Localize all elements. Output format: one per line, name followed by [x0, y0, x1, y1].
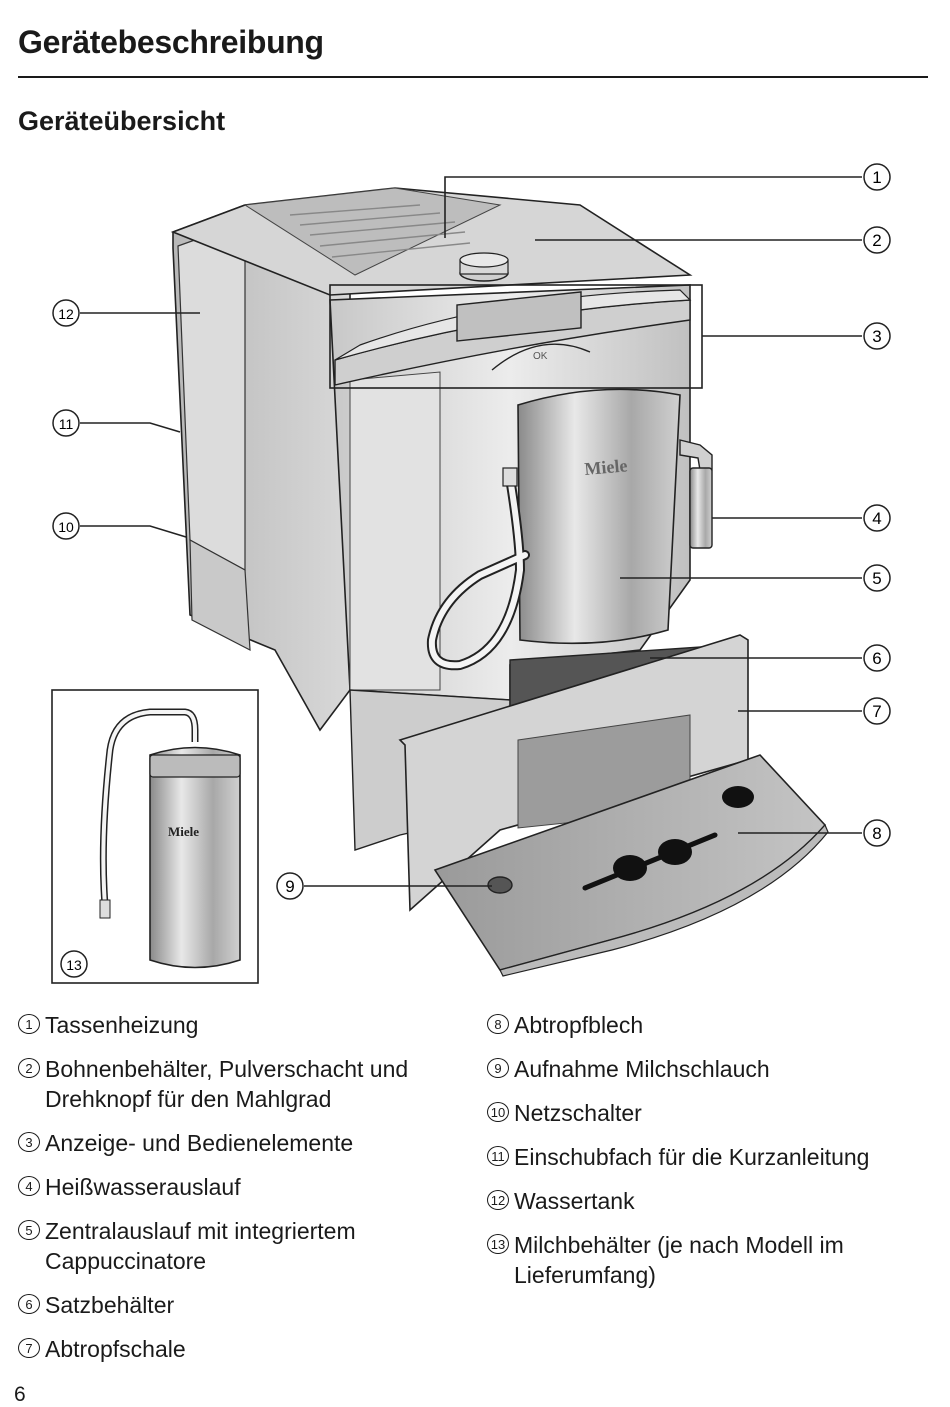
- legend-number: 5: [18, 1220, 40, 1240]
- drip-hole-3: [658, 839, 692, 865]
- container-brand: Miele: [168, 824, 199, 839]
- svg-text:9: 9: [285, 877, 294, 896]
- callout-13: 13: [60, 950, 88, 978]
- callout-9: 9: [276, 872, 304, 900]
- callout-5: 5: [863, 564, 891, 592]
- svg-text:10: 10: [58, 519, 74, 535]
- legend-text: Aufnahme Milchschlauch: [514, 1056, 770, 1082]
- drip-hole-1: [722, 786, 754, 808]
- legend-text: Satzbehälter: [45, 1292, 175, 1318]
- legend-number: 8: [487, 1014, 509, 1034]
- callout-11: 11: [52, 409, 80, 437]
- cup-warmer: [243, 187, 502, 276]
- display-screen: [456, 291, 582, 342]
- svg-text:13: 13: [66, 957, 82, 973]
- page-title: Gerätebeschreibung: [18, 24, 324, 60]
- callout-1: 1: [863, 163, 891, 191]
- svg-text:3: 3: [872, 327, 881, 346]
- legend-text: Abtropfschale: [45, 1336, 186, 1362]
- drip-hole-2: [613, 855, 647, 881]
- milk-container: [149, 746, 241, 969]
- legend-number: 10: [487, 1102, 509, 1122]
- cup-warmer-grooves: [289, 204, 471, 258]
- legend-number: 7: [18, 1338, 40, 1358]
- legend-number: 1: [18, 1014, 40, 1034]
- legend-number: 11: [487, 1146, 509, 1166]
- leader-lines: [80, 176, 862, 887]
- callout-markers: 1 2 3 4 5 6 7 8 9 10 11 12 13: [52, 163, 891, 978]
- legend-text: Bohnenbehälter, Pulverschacht und Drehkn…: [45, 1056, 409, 1112]
- callout-8: 8: [863, 819, 891, 847]
- ok-label: OK: [533, 351, 548, 362]
- svg-text:6: 6: [872, 649, 881, 668]
- svg-text:5: 5: [872, 569, 881, 588]
- legend-text: Tassenheizung: [45, 1012, 199, 1038]
- svg-text:11: 11: [59, 416, 74, 432]
- legend-text: Einschubfach für die Kurzanleitung: [514, 1144, 870, 1170]
- callout-7: 7: [863, 697, 891, 725]
- section-subtitle: Geräteübersicht: [18, 106, 226, 136]
- svg-text:2: 2: [872, 231, 881, 250]
- hose-holder: [487, 876, 513, 894]
- power-switch-area: [189, 538, 251, 652]
- legend-text: Netzschalter: [514, 1100, 642, 1126]
- legend-text: Heißwasserauslauf: [45, 1174, 241, 1200]
- svg-text:8: 8: [872, 824, 881, 843]
- central-spout: [517, 388, 681, 645]
- legend-number: 12: [487, 1190, 509, 1210]
- page-number: 6: [14, 1383, 26, 1406]
- legend-text: Milchbehälter (je nach Modell im Lieferu…: [514, 1232, 844, 1288]
- legend-text: Wassertank: [514, 1188, 635, 1214]
- appliance-diagram: OK Miele Miele: [51, 163, 891, 984]
- callout-3: 3: [863, 322, 891, 350]
- ok-dial: [491, 343, 591, 371]
- callout-6: 6: [863, 644, 891, 672]
- callout-2: 2: [863, 226, 891, 254]
- legend-number: 4: [18, 1176, 40, 1196]
- callout-10: 10: [52, 512, 80, 540]
- svg-text:7: 7: [872, 702, 881, 721]
- svg-text:12: 12: [58, 306, 74, 322]
- hot-water-spout: [689, 467, 713, 549]
- legend-number: 3: [18, 1132, 40, 1152]
- legend-text: Abtropfblech: [514, 1012, 644, 1038]
- legend-text: Zentralauslauf mit integriertem Cappucci…: [45, 1218, 356, 1274]
- legend-text: Anzeige- und Bedienelemente: [45, 1130, 354, 1156]
- appliance-illustration: OK Miele Miele: [0, 150, 950, 1000]
- svg-text:1: 1: [872, 168, 881, 187]
- callout-4: 4: [863, 504, 891, 532]
- legend-number: 13: [487, 1234, 509, 1254]
- svg-text:4: 4: [872, 509, 881, 528]
- legend-number: 6: [18, 1294, 40, 1314]
- callout-12: 12: [52, 299, 80, 327]
- legend-number: 2: [18, 1058, 40, 1078]
- legend-number: 9: [487, 1058, 509, 1078]
- title-rule: [18, 76, 928, 78]
- machine-brand: Miele: [584, 455, 629, 479]
